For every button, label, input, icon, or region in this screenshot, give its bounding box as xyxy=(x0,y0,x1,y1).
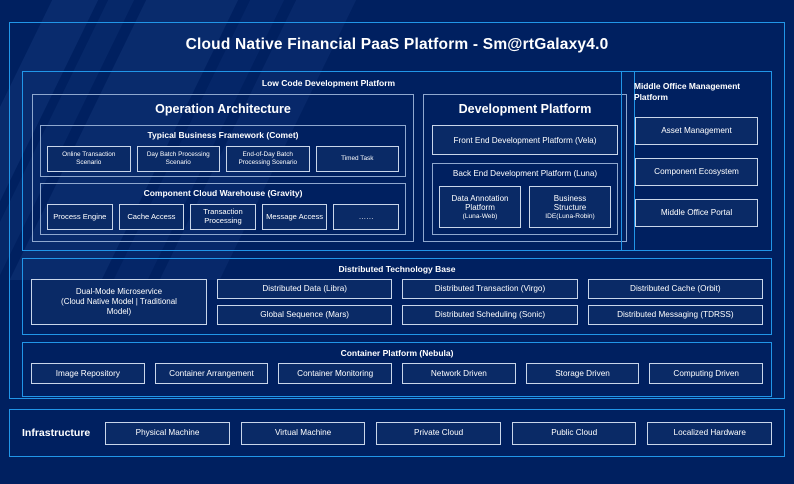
ccw-item-transaction-processing[interactable]: Transaction Processing xyxy=(190,204,256,230)
container-platform-items: Image Repository Container Arrangement C… xyxy=(31,363,764,384)
dtb-item-distributed-messaging[interactable]: Distributed Messaging (TDRSS) xyxy=(587,305,763,325)
ccw-item-more[interactable]: …… xyxy=(333,204,399,230)
low-code-platform-title: Low Code Development Platform xyxy=(261,78,396,88)
infrastructure-item-virtual-machine[interactable]: Virtual Machine xyxy=(240,421,366,445)
dual-mode-line1: Dual-Mode Microservice xyxy=(75,287,163,296)
infrastructure-item-physical-machine[interactable]: Physical Machine xyxy=(105,421,230,445)
container-item-image-repository[interactable]: Image Repository xyxy=(31,363,145,384)
container-item-storage-driven[interactable]: Storage Driven xyxy=(525,363,640,384)
ccw-item-process-engine[interactable]: Process Engine xyxy=(47,204,113,230)
be-item-0-line2: Platform xyxy=(465,203,495,213)
operation-architecture-title: Operation Architecture xyxy=(155,102,291,116)
tbf-item-day-batch[interactable]: Day Batch Processing Scenario xyxy=(136,146,220,172)
dtb-column-1: Distributed Data (Libra) Global Sequence… xyxy=(217,279,393,325)
infrastructure-item-private-cloud[interactable]: Private Cloud xyxy=(376,421,501,445)
ccw-item-message-access[interactable]: Message Access xyxy=(261,204,328,230)
operation-architecture-panel: Operation Architecture Typical Business … xyxy=(32,94,414,242)
container-item-network-driven[interactable]: Network Driven xyxy=(402,363,516,384)
component-cloud-warehouse-items: Process Engine Cache Access Transaction … xyxy=(47,204,399,230)
infrastructure-label: Infrastructure xyxy=(22,427,91,439)
dtb-item-distributed-data[interactable]: Distributed Data (Libra) xyxy=(217,279,393,299)
ccw-item-cache-access[interactable]: Cache Access xyxy=(118,204,185,230)
page-title: Cloud Native Financial PaaS Platform - S… xyxy=(185,36,609,53)
dual-mode-microservice-box[interactable]: Dual-Mode Microservice (Cloud Native Mod… xyxy=(31,279,207,325)
front-end-development-platform[interactable]: Front End Development Platform (Vela) xyxy=(432,125,618,155)
middle-office-title: Middle Office Management Platform xyxy=(634,81,741,103)
component-cloud-warehouse-panel: Component Cloud Warehouse (Gravity) Proc… xyxy=(40,183,406,235)
dual-mode-line3: Model) xyxy=(106,307,132,316)
distributed-technology-base-panel: Distributed Technology Base Dual-Mode Mi… xyxy=(22,258,772,335)
development-platform-panel: Development Platform Front End Developme… xyxy=(423,94,627,242)
distributed-technology-base-body: Dual-Mode Microservice (Cloud Native Mod… xyxy=(31,279,763,325)
container-item-container-arrangement[interactable]: Container Arrangement xyxy=(154,363,269,384)
be-item-business-structure-ide[interactable]: Business Structure IDE(Luna-Robin) xyxy=(529,186,611,228)
dtb-column-3: Distributed Cache (Orbit) Distributed Me… xyxy=(587,279,763,325)
dtb-item-distributed-scheduling[interactable]: Distributed Scheduling (Sonic) xyxy=(402,305,578,325)
dtb-item-distributed-cache[interactable]: Distributed Cache (Orbit) xyxy=(587,279,763,299)
dual-mode-line2: (Cloud Native Model | Traditional xyxy=(61,297,177,306)
middle-office-management-platform-panel: Middle Office Management Platform Asset … xyxy=(621,71,772,251)
main-frame: Cloud Native Financial PaaS Platform - S… xyxy=(9,22,785,399)
be-item-data-annotation-platform[interactable]: Data Annotation Platform (Luna-Web) xyxy=(439,186,521,228)
be-item-1-line1: Business xyxy=(553,193,587,203)
infrastructure-panel: Infrastructure Physical Machine Virtual … xyxy=(9,409,785,457)
be-item-0-line3: (Luna-Web) xyxy=(462,212,498,220)
back-end-development-platform-title: Back End Development Platform (Luna) xyxy=(452,169,598,178)
back-end-items: Data Annotation Platform (Luna-Web) Busi… xyxy=(439,186,611,228)
middle-office-item-portal[interactable]: Middle Office Portal xyxy=(635,199,758,227)
low-code-development-platform-panel: Low Code Development Platform Operation … xyxy=(22,71,635,251)
container-platform-title: Container Platform (Nebula) xyxy=(340,348,454,358)
middle-office-items: Asset Management Component Ecosystem Mid… xyxy=(635,117,758,227)
tbf-item-online-transaction[interactable]: Online Transaction Scenario xyxy=(47,146,131,172)
middle-office-item-asset-management[interactable]: Asset Management xyxy=(635,117,758,145)
component-cloud-warehouse-title: Component Cloud Warehouse (Gravity) xyxy=(143,188,303,198)
typical-business-framework-panel: Typical Business Framework (Comet) Onlin… xyxy=(40,125,406,177)
infrastructure-item-localized-hardware[interactable]: Localized Hardware xyxy=(647,421,772,445)
container-platform-panel: Container Platform (Nebula) Image Reposi… xyxy=(22,342,772,397)
dtb-item-distributed-transaction[interactable]: Distributed Transaction (Virgo) xyxy=(402,279,578,299)
typical-business-framework-title: Typical Business Framework (Comet) xyxy=(147,130,299,140)
typical-business-framework-items: Online Transaction Scenario Day Batch Pr… xyxy=(47,146,399,172)
distributed-technology-base-title: Distributed Technology Base xyxy=(338,264,456,274)
dtb-item-global-sequence[interactable]: Global Sequence (Mars) xyxy=(217,305,393,325)
dtb-column-2: Distributed Transaction (Virgo) Distribu… xyxy=(402,279,578,325)
be-item-0-line1: Data Annotation xyxy=(451,193,509,203)
middle-office-item-component-ecosystem[interactable]: Component Ecosystem xyxy=(635,158,758,186)
row-platforms: Low Code Development Platform Operation … xyxy=(22,71,772,251)
tbf-item-end-of-day-batch[interactable]: End-of-Day Batch Processing Scenario xyxy=(226,146,310,172)
back-end-development-platform-panel: Back End Development Platform (Luna) Dat… xyxy=(432,163,618,235)
infrastructure-item-public-cloud[interactable]: Public Cloud xyxy=(511,421,637,445)
container-item-container-monitoring[interactable]: Container Monitoring xyxy=(278,363,393,384)
tbf-item-timed-task[interactable]: Timed Task xyxy=(315,146,399,172)
be-item-1-line3: IDE(Luna-Robin) xyxy=(545,212,595,220)
dual-mode-microservice-wrapper: Dual-Mode Microservice (Cloud Native Mod… xyxy=(31,279,207,325)
development-platform-title: Development Platform xyxy=(458,102,592,116)
be-item-1-line2: Structure xyxy=(553,203,587,213)
container-item-computing-driven[interactable]: Computing Driven xyxy=(649,363,764,384)
